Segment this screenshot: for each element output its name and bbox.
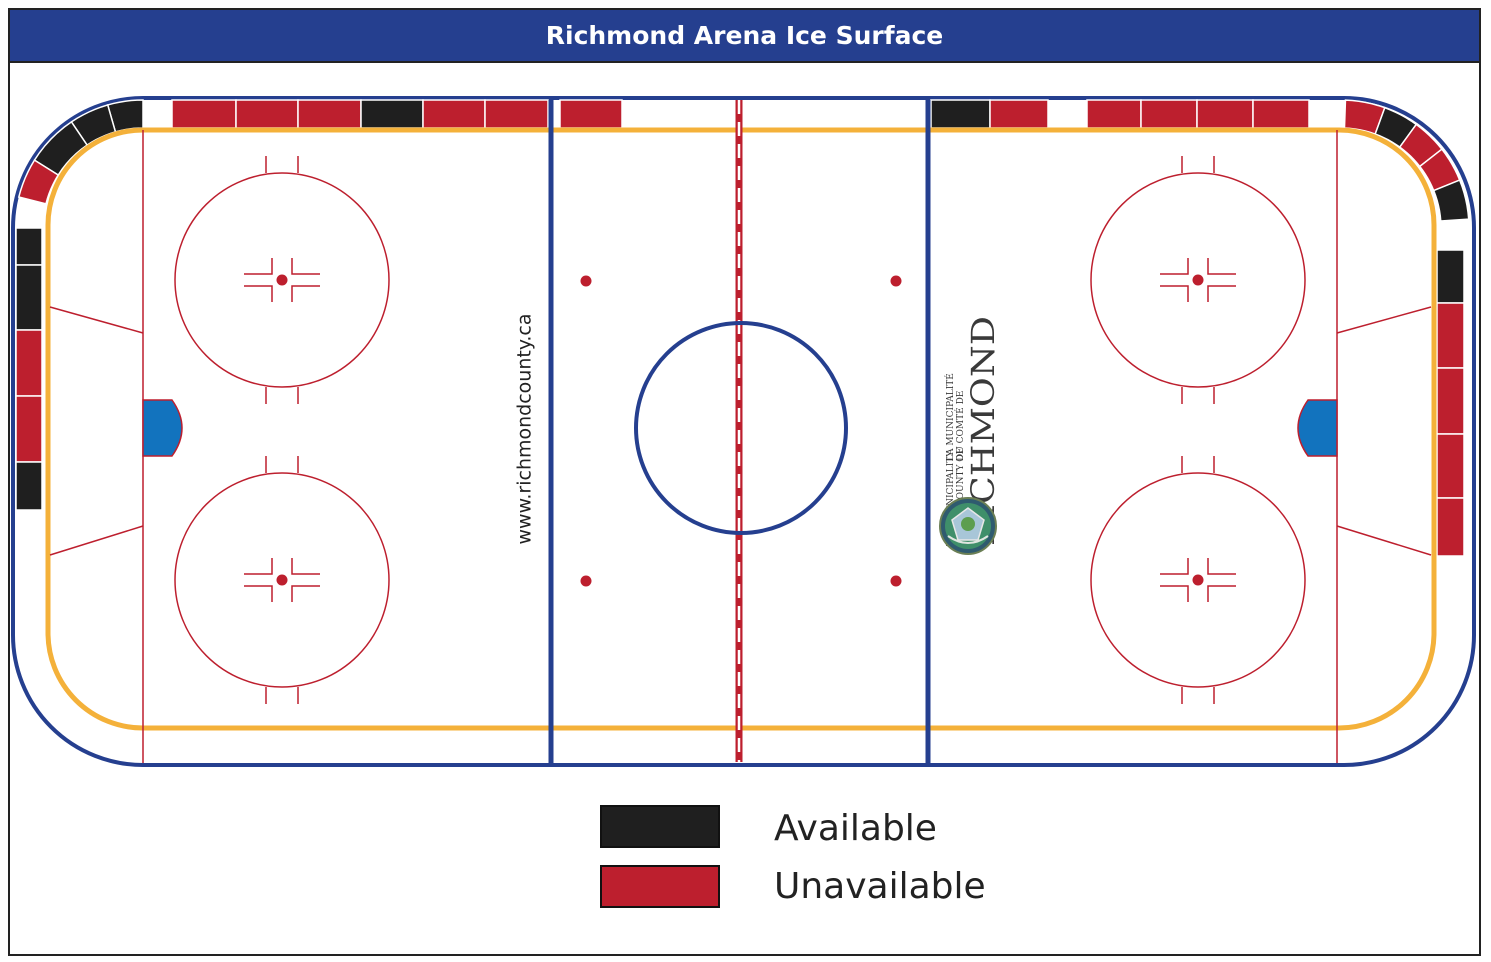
board-panel-corner-tl-3 <box>33 120 89 177</box>
faceoff-bottom-right-l-mark-4 <box>1207 585 1236 602</box>
faceoff-bottom-right-l-mark-2 <box>1207 558 1236 575</box>
faceoff-bottom-left-l-mark-2 <box>291 558 320 575</box>
logo-line-3: LA MUNICIPALITÉ <box>944 373 956 461</box>
faceoff-bottom-left-l-mark-4 <box>291 585 320 602</box>
board-panels <box>15 99 1470 557</box>
legend-label-available: Available <box>774 808 937 849</box>
legend-swatch-available <box>600 805 720 848</box>
faceoff-top-left-l-mark-3 <box>244 285 273 302</box>
neutral-dot-bottom-left <box>580 575 592 587</box>
board-panel-left-4 <box>15 395 43 463</box>
faceoff-top-right-l-mark-1 <box>1160 258 1189 275</box>
neutral-dot-bottom-right <box>890 575 902 587</box>
rink-boards <box>11 96 1476 767</box>
board-panel-top-2 <box>235 99 299 129</box>
center-ice-circle <box>634 321 848 535</box>
legend-label-unavailable: Unavailable <box>774 866 986 907</box>
faceoff-top-left-circle <box>174 172 390 388</box>
board-panel-right-1 <box>1436 249 1465 304</box>
logo-line-1: THE MUNICIPALITY <box>946 450 956 546</box>
faceoff-bottom-right-l-mark-1 <box>1160 558 1189 575</box>
faceoff-bottom-right-circle <box>1090 472 1306 688</box>
faceoff-bottom-left-l-mark-3 <box>244 585 273 602</box>
rink-diagram: www.richmondcounty.ca THE MUNICIPALITY O… <box>11 96 1476 908</box>
board-panel-top-7 <box>559 99 623 129</box>
goal-crease-right <box>1297 399 1338 457</box>
board-panel-corner-tl-4 <box>17 159 60 205</box>
county-crest-icon <box>939 497 997 555</box>
faceoff-top-left-l-mark-1 <box>244 258 273 275</box>
arena-frame: Richmond Arena Ice Surface <box>8 8 1481 956</box>
board-panel-top-3 <box>297 99 362 129</box>
faceoff-bottom-left-l-mark-1 <box>244 558 273 575</box>
board-panel-top-12 <box>1196 99 1254 129</box>
faceoff-top-left-l-mark-4 <box>291 285 320 302</box>
board-panel-right-2 <box>1436 302 1465 369</box>
page-title: Richmond Arena Ice Surface <box>10 10 1479 63</box>
board-panel-top-13 <box>1252 99 1310 129</box>
logo-line-4: DU COMTÉ DE <box>954 391 966 461</box>
board-panel-top-8 <box>930 99 991 129</box>
board-panel-top-4 <box>360 99 424 129</box>
board-panel-left-3 <box>15 329 43 397</box>
goal-crease-left <box>142 399 183 457</box>
faceoff-top-right-l-mark-3 <box>1160 285 1189 302</box>
end-zone-faceoffs <box>174 156 1306 704</box>
board-panel-top-11 <box>1140 99 1198 129</box>
faceoff-top-left-dot <box>276 274 288 286</box>
board-panel-top-1 <box>171 99 237 129</box>
faceoff-bottom-left-dot <box>276 574 288 586</box>
board-panel-left-1 <box>15 227 43 266</box>
neutral-dot-top-right <box>890 275 902 287</box>
board-panel-right-3 <box>1436 367 1465 435</box>
faceoff-top-right-l-mark-4 <box>1207 285 1236 302</box>
website-text: www.richmondcounty.ca <box>514 314 536 545</box>
trapezoid-right <box>1336 306 1432 556</box>
board-panel-left-2 <box>15 264 43 331</box>
faceoff-top-left-l-mark-2 <box>291 258 320 275</box>
faceoff-bottom-left-circle <box>174 472 390 688</box>
board-panel-top-9 <box>989 99 1049 129</box>
board-panel-left-5 <box>15 461 43 511</box>
faceoff-bottom-right-l-mark-3 <box>1160 585 1189 602</box>
faceoff-top-right-l-mark-2 <box>1207 258 1236 275</box>
board-panel-right-4 <box>1436 433 1465 499</box>
logo-line-2: OF THE COUNTY OF <box>956 448 966 546</box>
neutral-dot-top-left <box>580 275 592 287</box>
trapezoid-left <box>49 306 144 556</box>
faceoff-top-right-circle <box>1090 172 1306 388</box>
board-panel-top-5 <box>422 99 486 129</box>
legend-swatch-unavailable <box>600 865 720 908</box>
board-panel-top-10 <box>1086 99 1142 129</box>
board-panel-corner-tr-5 <box>1432 179 1470 222</box>
board-panel-top-6 <box>484 99 549 129</box>
faceoff-top-right-dot <box>1192 274 1204 286</box>
faceoff-bottom-right-dot <box>1192 574 1204 586</box>
board-panel-right-5 <box>1436 497 1465 557</box>
